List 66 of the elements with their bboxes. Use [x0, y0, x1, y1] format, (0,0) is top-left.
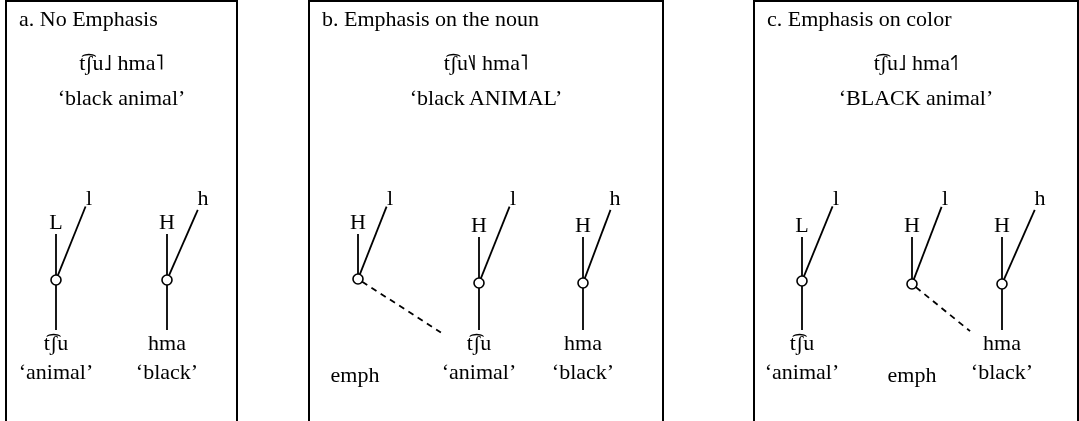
- tone-letter: l: [941, 187, 949, 209]
- tone-letter: H: [159, 211, 175, 233]
- association-line: [166, 284, 168, 331]
- association-line: [801, 236, 803, 277]
- emphasis-label: emph: [887, 364, 937, 386]
- gloss-text: ‘black’: [135, 360, 199, 384]
- tone-letter: L: [795, 214, 809, 236]
- panel-heading: b. Emphasis on the noun: [322, 8, 539, 30]
- dashed-association-line: [915, 286, 971, 333]
- association-line: [582, 287, 584, 331]
- syllable-text: t͡ʃu: [466, 331, 492, 355]
- tone-letter: l: [832, 187, 840, 209]
- gloss-text: ‘black ANIMAL’: [409, 87, 563, 109]
- gloss-text: ‘animal’: [18, 360, 94, 384]
- association-line: [582, 236, 584, 279]
- association-line: [55, 284, 57, 331]
- transcription-text: t͡ʃu˩ hma˥: [79, 52, 164, 74]
- association-line: [478, 236, 480, 279]
- association-line: [168, 209, 199, 277]
- association-line: [56, 205, 87, 277]
- panel-heading: c. Emphasis on color: [767, 8, 952, 30]
- association-line: [1003, 209, 1036, 281]
- gloss-text: ‘animal’: [764, 360, 840, 384]
- tone-letter: H: [350, 211, 366, 233]
- association-line: [358, 205, 388, 276]
- emphasis-label: emph: [330, 364, 380, 386]
- tone-letter: h: [1034, 187, 1046, 209]
- dashed-association-line: [361, 280, 442, 334]
- association-line: [357, 233, 359, 275]
- association-line: [479, 205, 511, 280]
- association-line: [912, 206, 943, 281]
- association-line: [583, 209, 612, 280]
- transcription-text: t͡ʃu˥˩ hma˥: [443, 52, 529, 74]
- tone-letter: H: [471, 214, 487, 236]
- panel-box: [5, 0, 238, 421]
- tone-letter: h: [609, 187, 621, 209]
- tone-letter: l: [509, 187, 517, 209]
- tone-letter: l: [85, 187, 93, 209]
- association-line: [801, 285, 803, 331]
- syllable-text: hma: [564, 331, 602, 355]
- gloss-text: ‘black’: [970, 360, 1034, 384]
- tone-letter: l: [386, 187, 394, 209]
- tone-letter: H: [994, 214, 1010, 236]
- association-line: [803, 205, 834, 278]
- association-line: [1001, 236, 1003, 280]
- association-line: [911, 236, 913, 280]
- association-line: [166, 233, 168, 276]
- gloss-text: ‘BLACK animal’: [838, 87, 994, 109]
- panel-box: [753, 0, 1079, 421]
- tone-letter: H: [904, 214, 920, 236]
- transcription-text: t͡ʃu˩ hma˦˥: [873, 52, 959, 74]
- tone-letter: h: [197, 187, 209, 209]
- panel-heading: a. No Emphasis: [19, 8, 158, 30]
- syllable-text: hma: [148, 331, 186, 355]
- gloss-text: ‘black’: [551, 360, 615, 384]
- syllable-text: t͡ʃu: [789, 331, 815, 355]
- association-line: [478, 287, 480, 331]
- syllable-text: hma: [983, 331, 1021, 355]
- syllable-text: t͡ʃu: [43, 331, 69, 355]
- gloss-text: ‘animal’: [441, 360, 517, 384]
- tone-letter: H: [575, 214, 591, 236]
- association-line: [55, 233, 57, 276]
- tone-letter: L: [49, 211, 63, 233]
- panel-box: [308, 0, 664, 421]
- association-line: [1001, 288, 1003, 331]
- gloss-text: ‘black animal’: [57, 87, 186, 109]
